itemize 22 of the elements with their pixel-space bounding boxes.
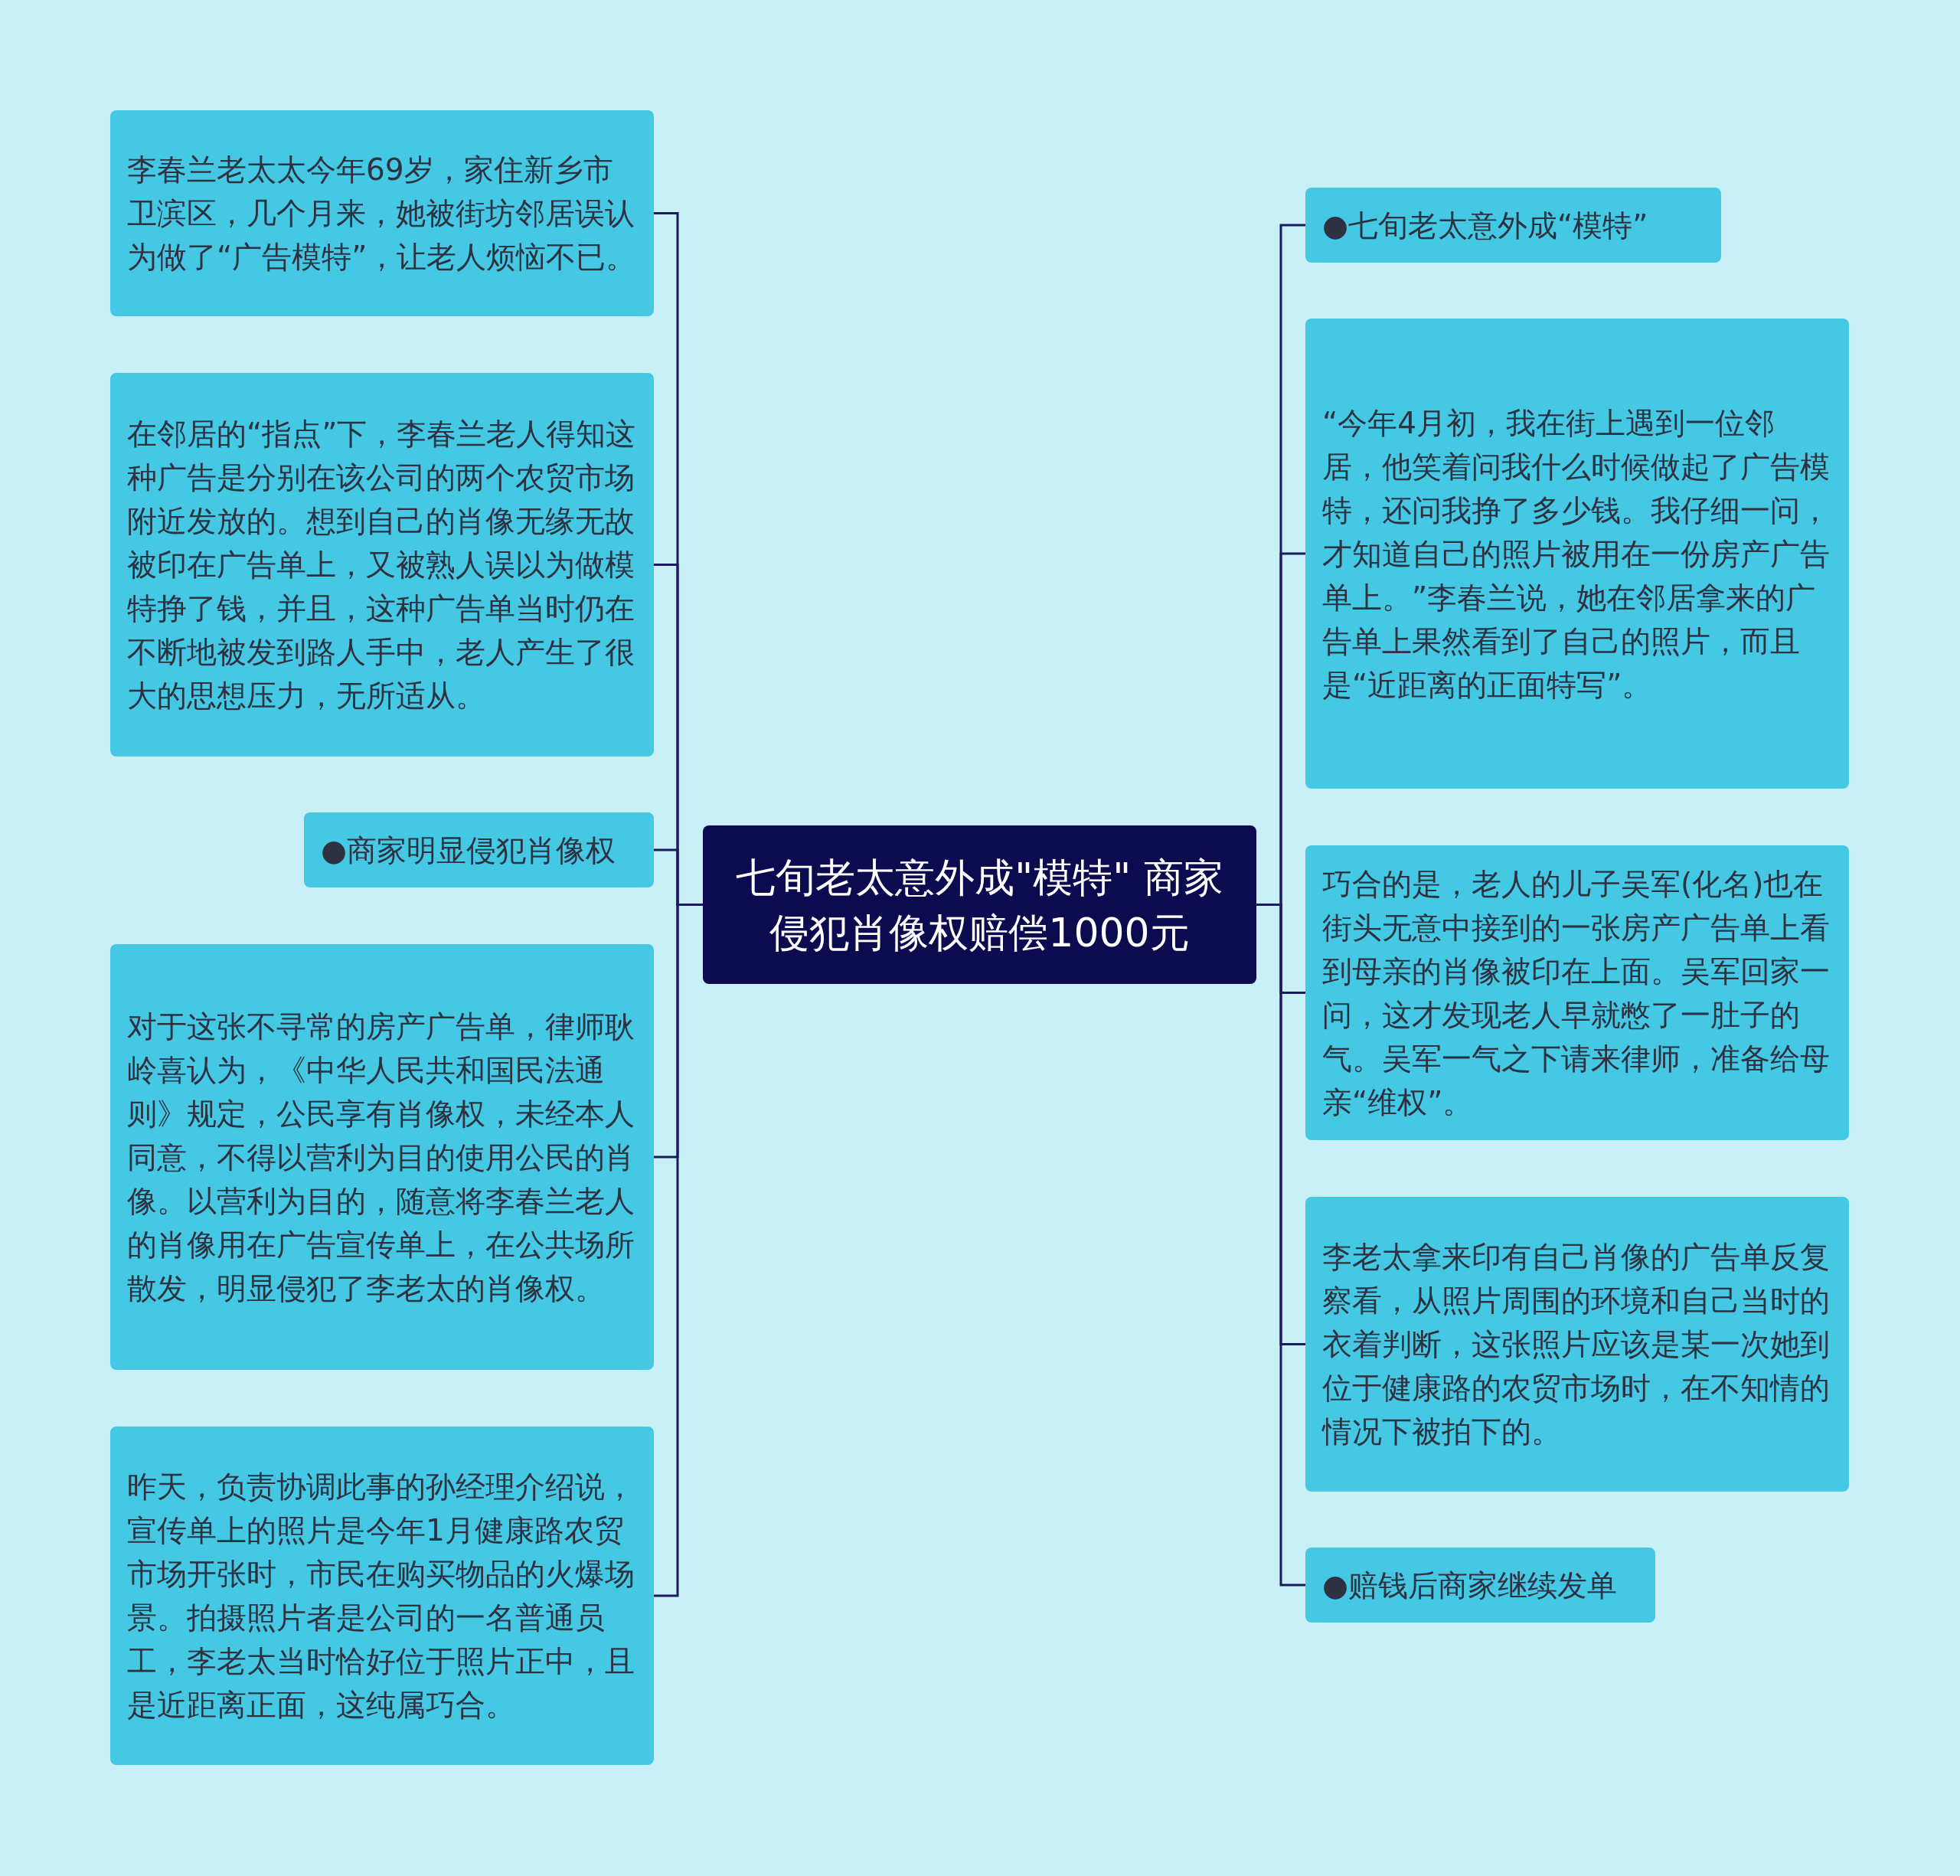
topic-box bbox=[110, 110, 654, 316]
topic-box bbox=[1305, 319, 1849, 789]
topic-text: “今年4月初，我在街上遇到一位邻居，他笑着问我什么时候做起了广告模特，还问我挣了多少钱。我仔细一问，才知道自己的照片被用在一份房产广告单上。”李春兰说，她在邻居拿来的广告单上果然看到了自己的照片，而且是“近距离的正面特写”。 bbox=[1322, 404, 1831, 704]
topic-box bbox=[1305, 1197, 1849, 1492]
topic-text: 巧合的是，老人的儿子吴军(化名)也在街头无意中接到的一张房产广告单上看到母亲的肖像被印在上面。吴军回家一问，这才发现老人早就憋了一肚子的气。吴军一气之下请来律师，准备给母亲“维权”。 bbox=[1322, 865, 1831, 1121]
topic-text: 对于这张不寻常的房产广告单，律师耿岭喜认为，《中华人民共和国民法通则》规定，公民享有肖像权，未经本人同意，不得以营利为目的使用公民的肖像。以营利为目的，随意将李春兰老人的肖像用在广告宣传单上，在公共场所散发，明显侵犯了李老太的肖像权。 bbox=[127, 1008, 635, 1307]
topic-text: ●商家明显侵犯肖像权 bbox=[321, 832, 617, 869]
topic-text: ●七旬老太意外成“模特” bbox=[1322, 207, 1649, 244]
topic-text: ●赔钱后商家继续发单 bbox=[1322, 1567, 1619, 1604]
topic-text: 昨天，负责协调此事的孙经理介绍说，宣传单上的照片是今年1月健康路农贸市场开张时，市民在购买物品的火爆场景。拍摄照片者是公司的一名普通员工，李老太当时恰好位于照片正中，且是近距离正面，这纯属巧合。 bbox=[127, 1469, 635, 1724]
topic-box bbox=[1305, 1548, 1655, 1623]
topic-text: 七旬老太意外成"模特" 商家侵犯肖像权赔偿1000元 bbox=[735, 853, 1224, 957]
topic-box bbox=[110, 373, 654, 757]
topic-box bbox=[1305, 845, 1849, 1140]
central-topic-box bbox=[703, 825, 1256, 984]
topic-box bbox=[1305, 188, 1721, 263]
topic-box bbox=[110, 1427, 654, 1765]
topic-text: 在邻居的“指点”下，李春兰老人得知这种广告是分别在该公司的两个农贸市场附近发放的。想到自己的肖像无缘无故被印在广告单上，又被熟人误以为做模特挣了钱，并且，这种广告单当时仍在不断地被发到路人手中，老人产生了很大的思想压力，无所适从。 bbox=[127, 416, 637, 714]
topic-box bbox=[304, 812, 654, 887]
topic-box bbox=[110, 944, 654, 1370]
topic-text: 李老太拿来印有自己肖像的广告单反复察看，从照片周围的环境和自己当时的衣着判断，这张照片应该是某一次她到位于健康路的农贸市场时，在不知情的情况下被拍下的。 bbox=[1322, 1239, 1831, 1450]
topic-text: 李春兰老太太今年69岁，家住新乡市卫滨区，几个月来，她被街坊邻居误认为做了“广告模特”，让老人烦恼不已。 bbox=[127, 152, 637, 276]
